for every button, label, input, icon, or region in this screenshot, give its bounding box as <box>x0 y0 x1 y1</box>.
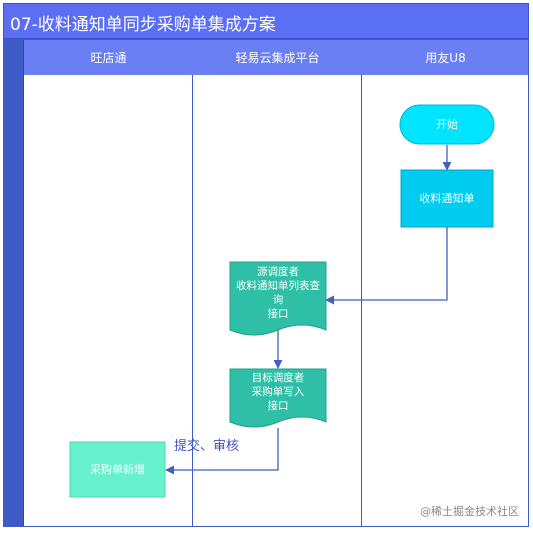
purchase-new-node-shape <box>69 441 166 498</box>
receipt-notice-node-label: 收料通知单 <box>419 191 475 205</box>
lane-body-yonyou-u8 <box>362 75 529 527</box>
source-query-node-label: 源调度者 收料通知单列表查 询 接口 <box>236 266 320 320</box>
start-node-shape <box>399 104 495 145</box>
purchase-new-node-label: 采购单新增 <box>90 462 145 476</box>
lane-header-wangdiantong: 旺店通 <box>24 39 193 75</box>
connector-receipt-to-source-query <box>325 227 448 305</box>
watermark: @稀土掘金技术社区 <box>420 505 519 518</box>
connector-target-to-purchase <box>165 428 279 475</box>
receipt-notice-node-shape <box>400 169 494 228</box>
lane-header-yonyou-u8: 用友U8 <box>362 39 529 75</box>
diagram-title: 07-收料通知单同步采购单集成方案 <box>10 15 276 35</box>
target-write-node-shape <box>229 368 327 428</box>
connector-annotation: 提交、审核 <box>174 439 240 454</box>
lane-header-qingyiyun: 轻易云集成平台 <box>193 39 362 75</box>
start-node-label: 开始 <box>436 117 458 131</box>
diagram-title-bar: 07-收料通知单同步采购单集成方案 <box>3 3 529 39</box>
target-write-node-label: 目标调度者 采购单写入 接口 <box>251 372 305 412</box>
source-query-node-shape <box>229 261 327 336</box>
